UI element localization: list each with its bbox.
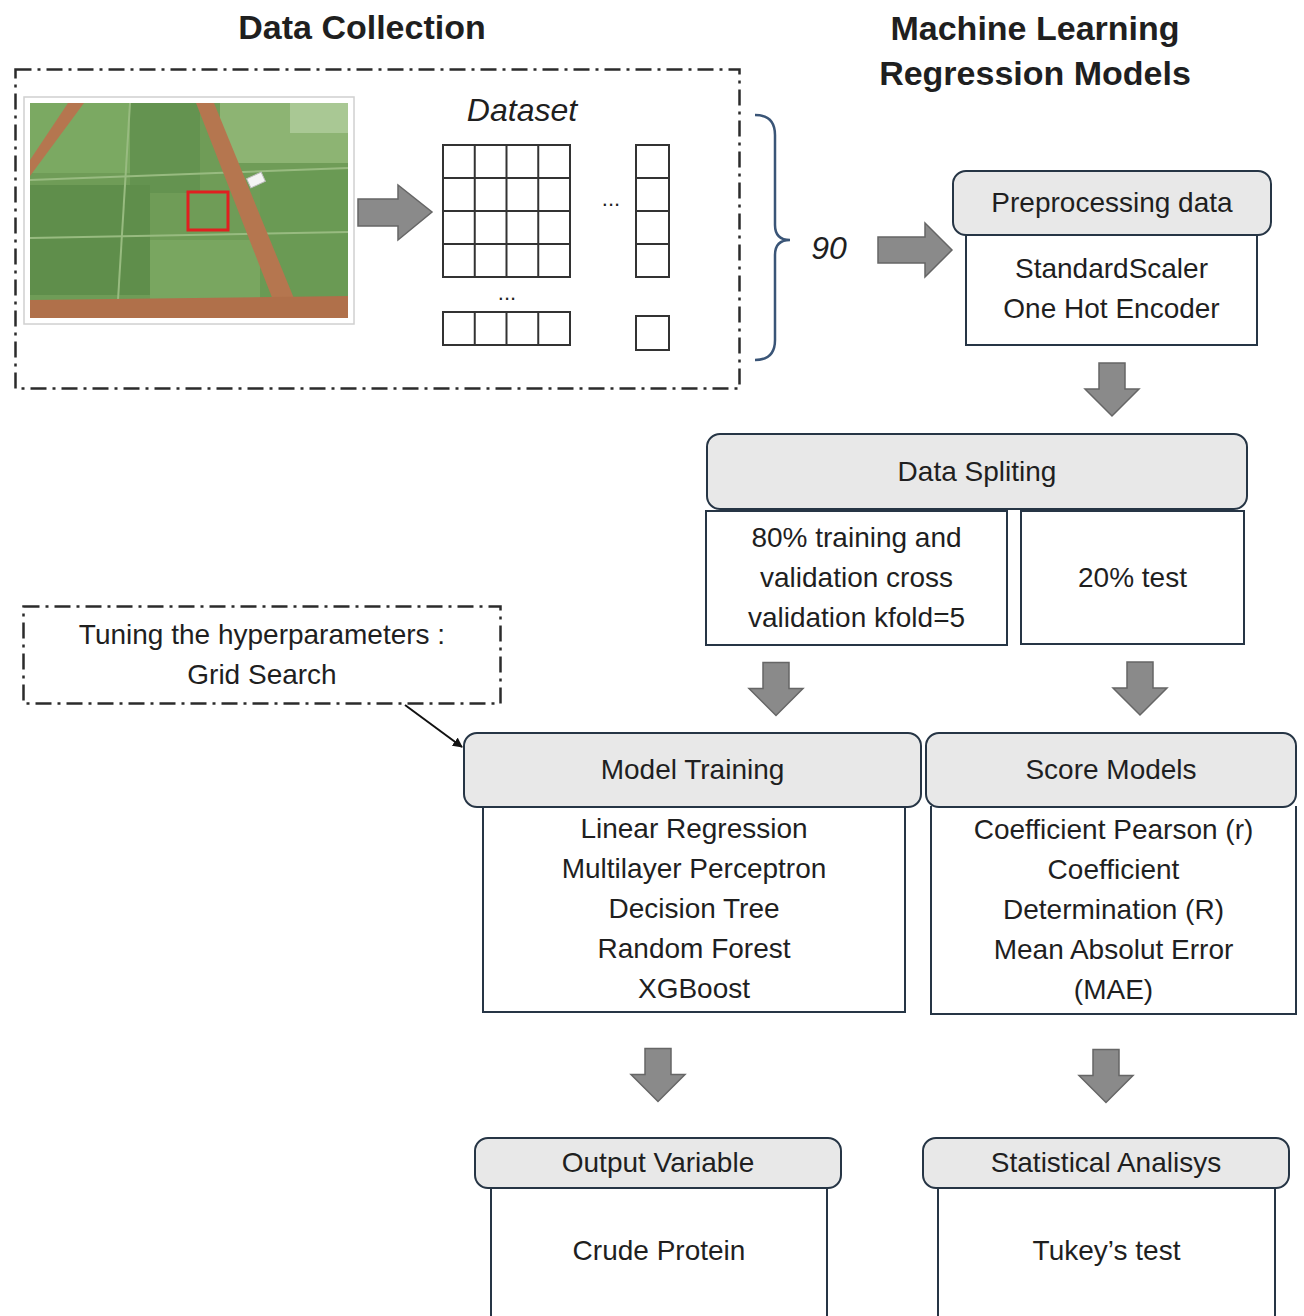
box-header: Statistical Analisys <box>922 1137 1290 1189</box>
field-photo <box>24 97 354 324</box>
dataset-panel: Dataset <box>14 68 741 390</box>
flow-arrow <box>1079 1015 1133 1137</box>
note-text: Tuning the hyperparameters : Grid Search <box>52 615 472 695</box>
box-body: Linear RegressionMultilayer PerceptronDe… <box>482 806 906 1013</box>
section-heading: Machine Learning Regression Models <box>870 6 1200 96</box>
dataset-grid <box>443 145 669 350</box>
body-text: Decision Tree <box>608 889 779 929</box>
ellipsis-mark: ... <box>492 280 522 306</box>
header-text: Data Spliting <box>898 452 1057 492</box>
process-box: Model TrainingLinear RegressionMultilaye… <box>463 732 922 1013</box>
split-box: 20% test <box>1020 510 1245 645</box>
box-text: 20% test <box>1078 558 1187 598</box>
body-text: Mean Absolut Error (MAE) <box>963 930 1264 1010</box>
body-text: Linear Regression <box>580 809 807 849</box>
body-text: Random Forest <box>598 929 791 969</box>
box-header: Model Training <box>463 732 922 808</box>
flow-arrow <box>631 1013 685 1137</box>
box-header: Preprocessing data <box>952 170 1272 236</box>
flow-arrow <box>741 223 952 277</box>
curly-bracket <box>755 115 790 360</box>
header-text: Score Models <box>1025 750 1196 790</box>
split-box: 80% training and validation cross valida… <box>705 510 1008 646</box>
process-box: Data Spliting80% training and validation… <box>706 433 1248 510</box>
header-text: Model Training <box>601 750 785 790</box>
box-header: Data Spliting <box>706 433 1248 510</box>
body-text: Crude Protein <box>573 1231 746 1271</box>
box-body: Coefficient Pearson (r)Coefficient Deter… <box>930 806 1297 1015</box>
header-text: Preprocessing data <box>991 183 1232 223</box>
box-header: Output Variable <box>474 1137 842 1189</box>
flow-arrow <box>1113 645 1167 732</box>
section-heading: Data Collection <box>162 6 562 48</box>
result-box: Statistical AnalisysTukey’s test <box>922 1137 1290 1316</box>
body-text: XGBoost <box>638 969 750 1009</box>
body-text: Coefficient Determination (R) <box>963 850 1264 930</box>
flow-arrow <box>1085 346 1139 433</box>
process-box: Score ModelsCoefficient Pearson (r)Coeff… <box>925 732 1297 1015</box>
panel-title: Dataset <box>442 90 602 130</box>
header-text: Output Variable <box>562 1143 755 1183</box>
body-text: StandardScaler One Hot Encoder <box>992 249 1231 329</box>
body-text: Tukey’s test <box>1033 1231 1181 1271</box>
pointer-arrow <box>405 705 462 747</box>
ellipsis-mark: ... <box>596 186 626 212</box>
box-body: Crude Protein <box>490 1187 828 1316</box>
body-text: Multilayer Perceptron <box>562 849 827 889</box>
note-box: Tuning the hyperparameters : Grid Search <box>22 605 502 705</box>
flow-arrow <box>749 646 803 732</box>
header-text: Statistical Analisys <box>991 1143 1221 1183</box>
box-body: Tukey’s test <box>937 1187 1276 1316</box>
box-text: 80% training and validation cross valida… <box>718 518 995 638</box>
dashed-outline <box>14 68 741 390</box>
inner-arrow <box>358 185 432 240</box>
box-header: Score Models <box>925 732 1297 808</box>
box-body: StandardScaler One Hot Encoder <box>965 234 1258 346</box>
body-text: Coefficient Pearson (r) <box>974 810 1254 850</box>
process-box: Preprocessing dataStandardScaler One Hot… <box>952 170 1272 346</box>
sample-count: 90 <box>806 228 852 268</box>
result-box: Output VariableCrude Protein <box>474 1137 842 1316</box>
